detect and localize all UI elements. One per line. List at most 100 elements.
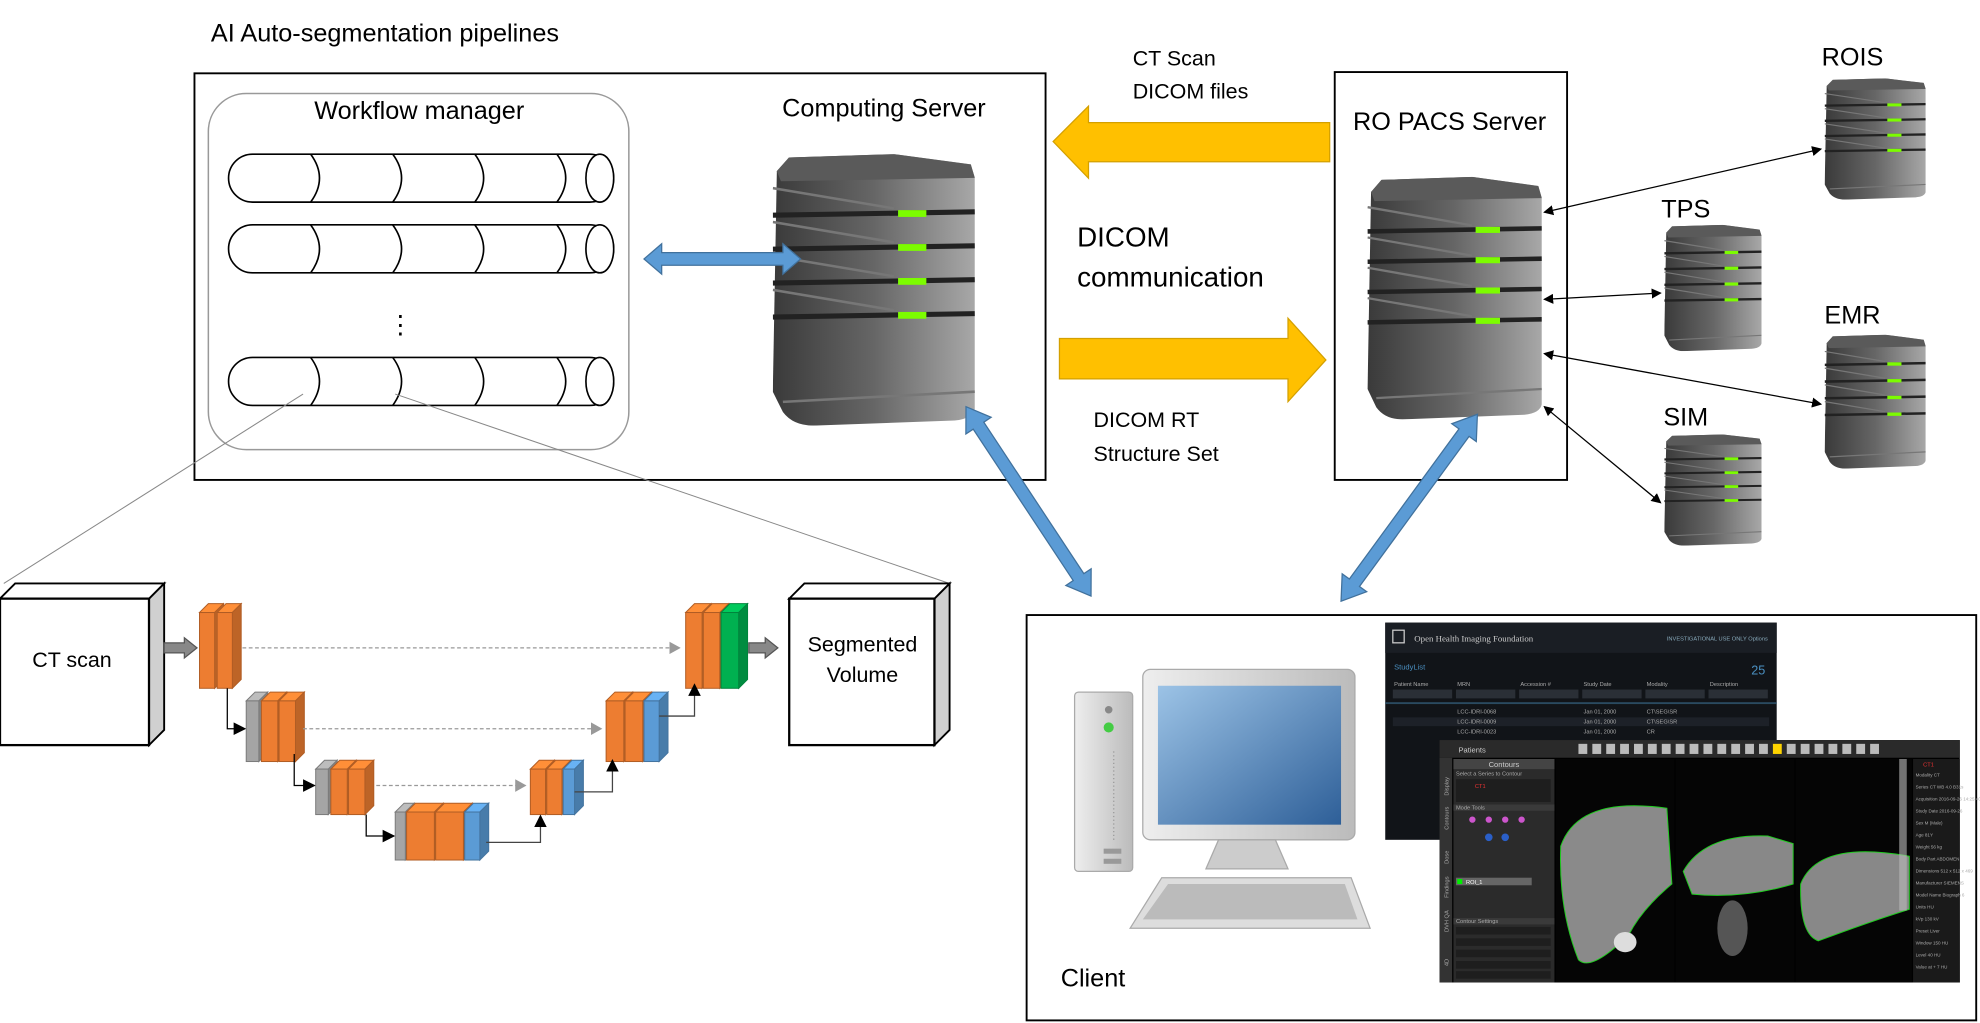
tps-label: TPS [1661,195,1710,223]
downsample-path [226,688,247,736]
column-filter-input[interactable] [1455,689,1516,699]
toolbar-tool-button[interactable] [1717,743,1727,754]
column-header[interactable]: Patient Name [1394,682,1428,688]
column-filter-input[interactable] [1519,689,1579,699]
computing-server-box [193,72,1047,481]
toolbar-tool-button[interactable] [1814,743,1824,754]
toolbar-tool-button[interactable] [1675,743,1685,754]
column-header[interactable]: Accession # [1520,682,1551,688]
output-arrow [748,636,779,660]
pacs-server-icon [1368,177,1542,419]
column-header[interactable]: Description [1710,682,1738,688]
patients-tab[interactable]: Patients [1458,746,1486,755]
toolbar-tool-button[interactable] [1870,743,1879,754]
toolbar-tool-button[interactable] [1647,743,1657,754]
workflow-server-double-arrow [643,242,802,276]
series-info-row: Value at + 7 HU [1916,965,1948,970]
server-client-double-arrow [965,405,1092,598]
column-header[interactable]: Study Date [1583,682,1611,688]
toolbar-tool-button[interactable] [1578,743,1588,754]
emr-server-icon [1824,334,1926,469]
toolbar-tool-button[interactable] [1731,743,1741,754]
ohif-notice: INVESTIGATIONAL USE ONLY Options [1667,636,1768,642]
toolbar-tool-button[interactable] [1759,743,1768,754]
client-label: Client [1061,964,1126,992]
sim-label: SIM [1663,404,1708,432]
viewer-side-tab[interactable]: Findings [1444,876,1450,898]
series-info-row: Weight 56 kg [1916,845,1943,850]
structure-set-label: Structure Set [1094,442,1219,466]
series-info-row: Age 81Y [1916,833,1933,838]
series-info-row: Model Name Biograph 6 [1916,893,1965,898]
info-series: CT1 [1923,763,1934,769]
ohif-brand: Open Health Imaging Foundation [1414,634,1533,644]
ct-scan-input-label: CT scan [32,648,112,672]
downsample-path [365,814,396,843]
tps-server-icon [1664,224,1762,352]
roi-item[interactable]: ROI_1 [1466,880,1482,886]
toolbar-tool-button[interactable] [1620,743,1629,754]
toolbar-tool-button[interactable] [1772,743,1782,754]
pipeline-stage-divider [309,224,321,274]
upconv-block [561,759,585,816]
pacs-client-double-arrow [1340,413,1479,603]
pacs-emr-link [1543,350,1823,408]
toolbar-tool-button[interactable] [1703,743,1713,754]
mode-tools-label: Mode Tools [1456,806,1485,812]
viewer-side-tab[interactable]: DVH QA [1444,910,1450,932]
pipeline-stage-divider [309,356,321,406]
viewer-side-tab[interactable]: Display [1444,777,1450,796]
column-header[interactable]: MRN [1457,682,1470,688]
column-filter-input[interactable] [1392,689,1453,699]
contour-settings-label: Contour Settings [1456,919,1498,925]
conv-block [347,759,375,816]
pipeline-stage-divider [474,224,485,274]
pacs-server-box [1333,71,1569,481]
pipeline-row [227,224,615,274]
output-block [719,602,749,690]
series-info-row: Acquisition 2016-09-26 14:25:40 [1916,797,1980,802]
upconv-block [463,801,490,862]
toolbar-tool-button[interactable] [1661,743,1671,754]
segmented-label: Segmented [808,633,918,657]
column-header[interactable]: Modality [1647,682,1668,688]
toolbar-tool-button[interactable] [1856,743,1866,754]
rt-structure-transfer-arrow [1058,316,1327,404]
volume-label: Volume [827,663,899,687]
viewer-side-tab[interactable]: Contours [1444,807,1450,830]
toolbar-tool-button[interactable] [1828,743,1838,754]
viewer-side-tab[interactable]: 4D [1444,959,1450,966]
column-filter-input[interactable] [1708,689,1768,699]
pipeline-row [227,153,615,203]
toolbar-tool-button[interactable] [1800,743,1810,754]
upsample-path [574,759,619,793]
column-filter-input[interactable] [1582,689,1642,699]
toolbar-tool-button[interactable] [1786,743,1796,754]
pipeline-stage-divider [392,356,403,406]
series-info-row: Sex M (Male) [1916,821,1943,826]
pipeline-stage-divider [392,153,403,203]
series-info-row: Window 150 HU [1916,941,1949,946]
viewer-side-tab[interactable]: Dose [1444,851,1450,864]
toolbar-tool-button[interactable] [1689,743,1699,754]
ct-scan-cube [0,581,167,748]
series-info-row: Dimensions 512 x 512 x 469 [1916,869,1974,874]
toolbar-tool-button[interactable] [1634,743,1643,754]
toolbar-tool-button[interactable] [1842,743,1852,754]
toolbar-tool-button[interactable] [1745,743,1754,754]
pipeline-stage-divider [556,224,567,274]
toolbar-tool-button[interactable] [1592,743,1602,754]
pipeline-stage-divider [556,356,567,406]
column-filter-input[interactable] [1645,689,1705,699]
emr-label: EMR [1824,301,1880,329]
study-cell: CR [1647,730,1655,736]
ellipsis: ⋮ [388,311,413,339]
contouring-viewer-screenshot: Patients DisplayContoursDoseFindingsDVH … [1439,740,1980,983]
input-arrow [163,636,199,660]
unet-architecture [163,602,779,862]
toolbar-tool-button[interactable] [1606,743,1616,754]
computing-server-label: Computing Server [782,94,985,122]
